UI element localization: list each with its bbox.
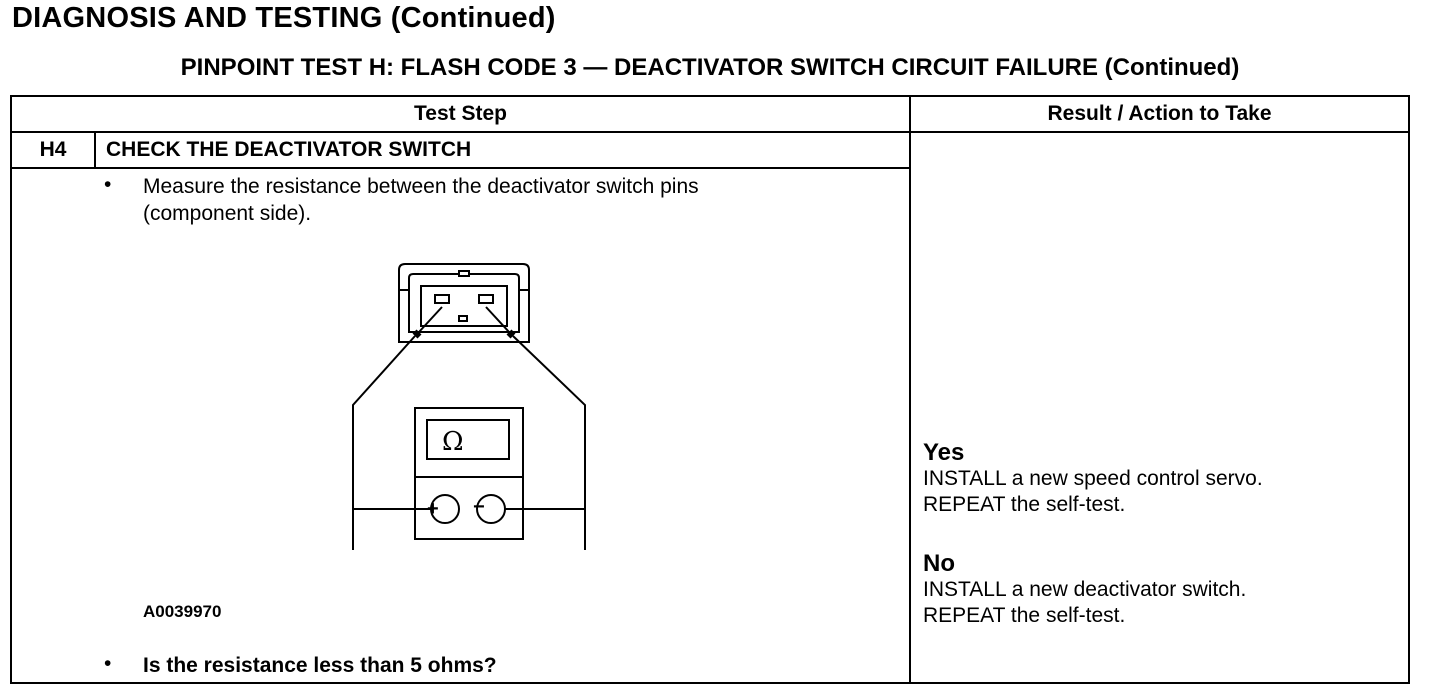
ohmmeter-connector-diagram: [352, 263, 586, 550]
question-text: Is the resistance less than 5 ohms?: [143, 654, 497, 677]
step-title: CHECK THE DEACTIVATOR SWITCH: [106, 138, 472, 161]
result-no-label: No: [923, 550, 955, 577]
result-yes: Yes INSTALL a new speed control servo. R…: [923, 440, 1263, 518]
column-divider: [909, 97, 911, 682]
header-divider: [12, 131, 1408, 133]
pinpoint-test-title: PINPOINT TEST H: FLASH CODE 3 — DEACTIVA…: [180, 54, 1240, 81]
header-test-step: Test Step: [414, 102, 507, 125]
instruction-text: Measure the resistance between the deact…: [143, 173, 699, 227]
bullet-marker: •: [104, 652, 112, 675]
result-no-action: REPEAT the self-test.: [923, 604, 1126, 627]
ohmmeter-icon: [353, 407, 585, 540]
header-result-action: Result / Action to Take: [1047, 102, 1272, 125]
bullet-marker: •: [104, 173, 112, 196]
connector-icon: [398, 263, 530, 343]
test-lead-wires: [352, 335, 586, 550]
page-title: DIAGNOSIS AND TESTING (Continued): [12, 2, 556, 34]
step-id-divider: [94, 131, 96, 167]
result-yes-action: REPEAT the self-test.: [923, 493, 1126, 516]
result-yes-label: Yes: [923, 439, 965, 466]
result-no: No INSTALL a new deactivator switch. REP…: [923, 551, 1246, 629]
test-table: Test Step Result / Action to Take H4 CHE…: [10, 95, 1410, 684]
test-probe-icon: [412, 306, 516, 339]
step-title-divider: [12, 167, 909, 169]
figure-id: A0039970: [143, 602, 222, 621]
step-id: H4: [39, 138, 67, 161]
instruction-line: (component side).: [143, 202, 312, 225]
result-no-action: INSTALL a new deactivator switch.: [923, 578, 1247, 601]
instruction-line: Measure the resistance between the deact…: [143, 175, 699, 198]
result-yes-action: INSTALL a new speed control servo.: [923, 467, 1263, 490]
